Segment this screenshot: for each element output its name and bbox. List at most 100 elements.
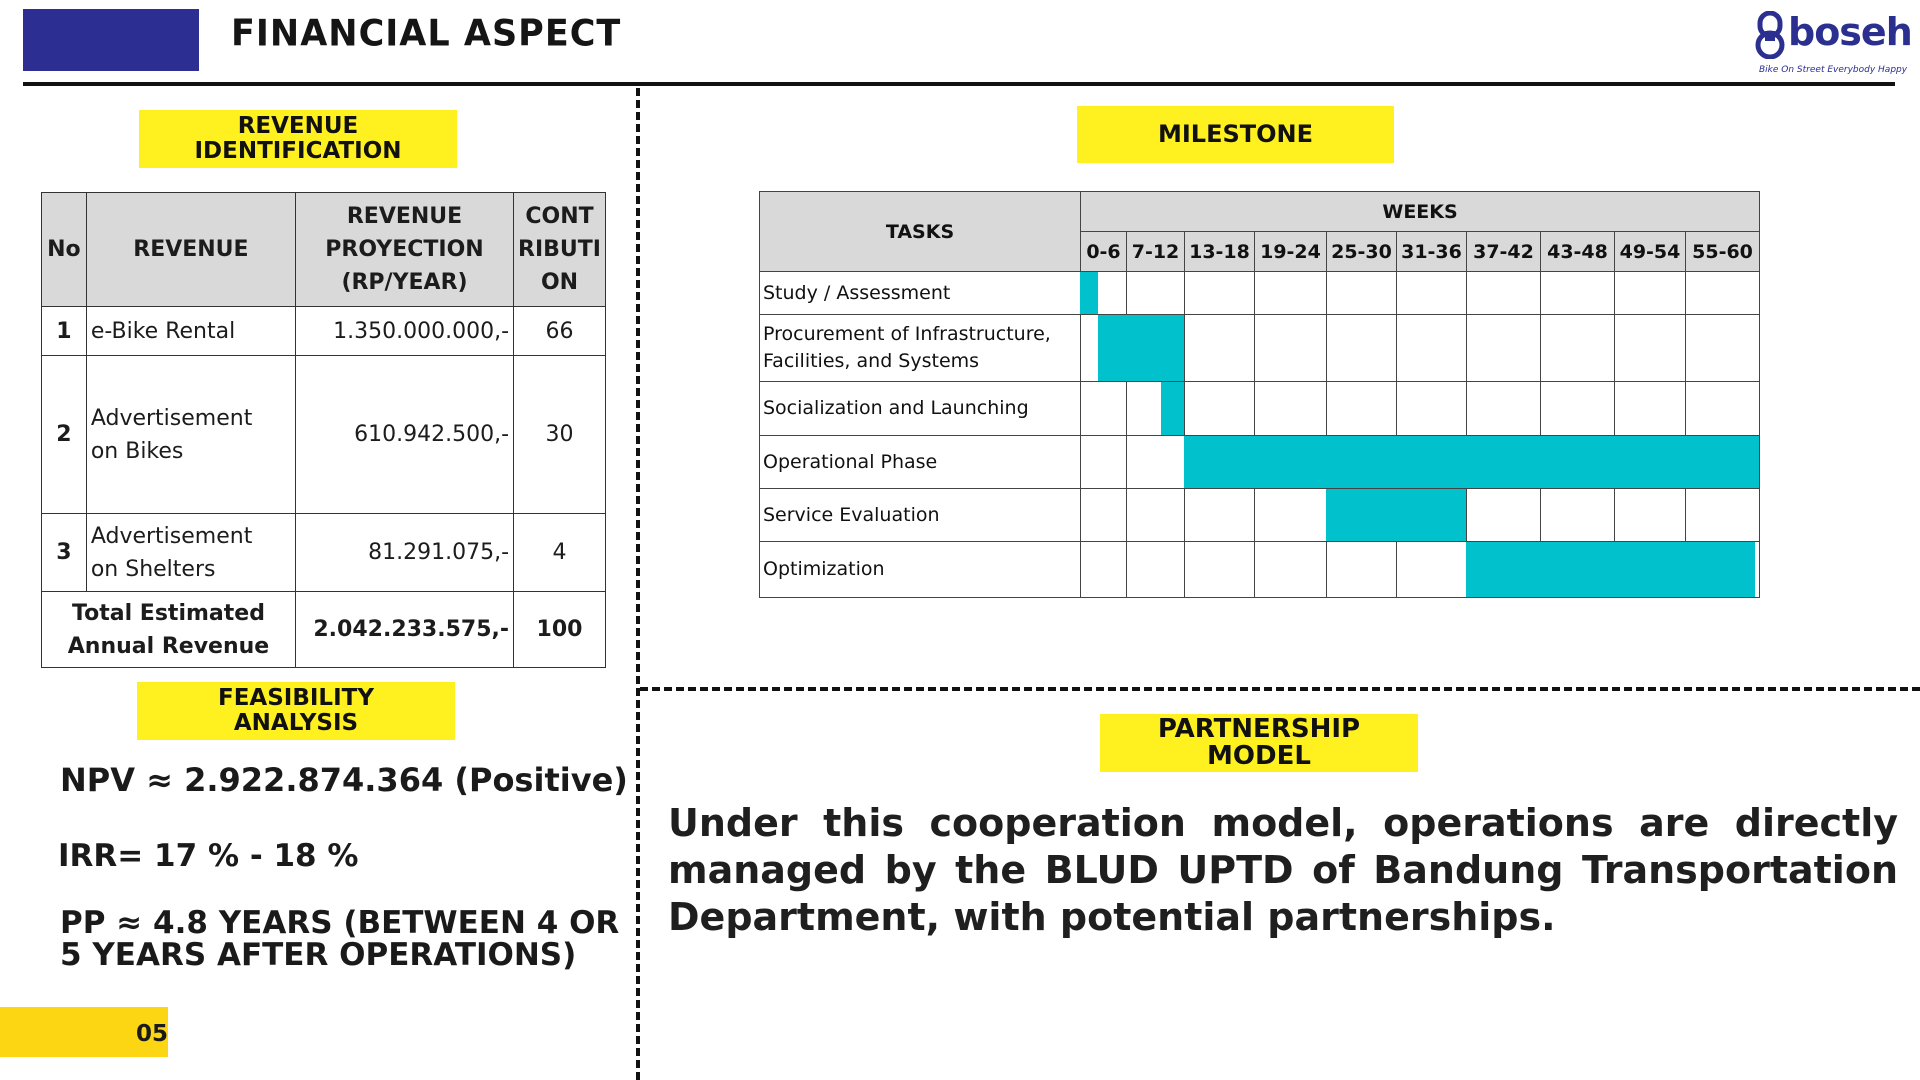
gantt-cell [1184,488,1255,542]
gantt-cell [1126,435,1185,489]
gantt-row: Service Evaluation [759,488,1761,542]
task-name: Socialization and Launching [759,381,1081,436]
week-header: 55-60 [1684,231,1761,272]
partnership-model-label: PARTNERSHIP MODEL [1100,714,1418,772]
table-total-row: Total Estimated Annual Revenue 2.042.233… [41,591,606,668]
gantt-bar [1326,489,1466,541]
gantt-cell [1080,541,1127,598]
gantt-cell [1126,541,1185,598]
gantt-cell [1184,381,1255,436]
gantt-cell [1326,381,1397,436]
header-color-block [23,9,199,71]
gantt-cell [1396,541,1467,598]
bike-chain-icon [1755,11,1785,59]
column-header-no: No [41,192,87,307]
gantt-cell [1080,488,1127,542]
npv-value: NPV ≈ 2.922.874.364 (Positive) [60,761,628,799]
gantt-cell [1540,271,1615,315]
column-header-projection: REVENUE PROYECTION (RP/YEAR) [294,192,515,307]
gantt-cell [1614,488,1686,542]
task-name: Procurement of Infrastructure,Facilities… [759,314,1081,382]
gantt-bar [1160,382,1184,435]
gantt-cell [1614,271,1686,315]
gantt-row: Procurement of Infrastructure,Facilities… [759,314,1761,382]
gantt-cell [1684,381,1761,436]
column-header-revenue: REVENUE [85,192,297,307]
week-header: 19-24 [1254,231,1327,272]
page-number: 05 [136,1021,169,1047]
week-header: 25-30 [1326,231,1397,272]
gantt-cell [1396,314,1467,382]
gantt-cell [1614,314,1686,382]
week-header: 37-42 [1466,231,1541,272]
revenue-name: e-Bike Rental [85,306,297,356]
gantt-cell [1326,314,1397,382]
row-number: 2 [41,355,87,514]
gantt-cell [1466,271,1541,315]
gantt-cell [1254,541,1327,598]
gantt-bar [1080,272,1099,314]
week-header: 0-6 [1080,231,1127,272]
table-row: 3 Advertisement on Shelters 81.291.075,-… [41,513,606,592]
total-contribution: 100 [513,591,606,668]
gantt-cell [1396,271,1467,315]
gantt-cell [1466,314,1541,382]
header-rule [23,82,1895,86]
gantt-cell [1540,314,1615,382]
gantt-bar [1466,542,1756,597]
gantt-bar [1184,436,1759,488]
feasibility-analysis-label: FEASIBILITY ANALYSIS [137,682,455,740]
milestone-label: MILESTONE [1077,106,1394,163]
row-number: 1 [41,306,87,356]
revenue-amount: 1.350.000.000,- [294,306,515,356]
horizontal-divider [640,687,1920,691]
total-label: Total Estimated Annual Revenue [41,591,296,668]
table-row: 1 e-Bike Rental 1.350.000.000,- 66 [41,306,606,356]
gantt-cell [1254,488,1327,542]
payback-period: PP ≈ 4.8 YEARS (BETWEEN 4 OR 5 YEARS AFT… [60,905,620,973]
gantt-cell [1684,314,1761,382]
gantt-cell [1126,488,1185,542]
gantt-cell [1466,381,1541,436]
revenue-table: No REVENUE REVENUE PROYECTION (RP/YEAR) … [41,192,606,668]
page-title: FINANCIAL ASPECT [231,13,622,55]
boseh-logo: boseh Bike On Street Everybody Happy [1755,8,1913,78]
week-header: 7-12 [1126,231,1185,272]
revenue-amount: 610.942.500,- [294,355,515,514]
gantt-cell [1684,271,1761,315]
week-header: 43-48 [1540,231,1615,272]
tasks-header: TASKS [759,191,1081,272]
gantt-cell [1396,381,1467,436]
revenue-contribution: 4 [513,513,606,592]
revenue-contribution: 66 [513,306,606,356]
gantt-row: Study / Assessment [759,271,1761,315]
gantt-cell [1540,488,1615,542]
gantt-cell [1326,541,1397,598]
gantt-cell [1126,271,1185,315]
task-name: Optimization [759,541,1081,598]
week-header: 49-54 [1614,231,1686,272]
weeks-header: WEEKS [1079,191,1761,232]
gantt-cell [1254,271,1327,315]
irr-value: IRR= 17 % - 18 % [58,838,359,874]
week-header: 13-18 [1184,231,1255,272]
gantt-cell [1540,381,1615,436]
gantt-row: Socialization and Launching [759,381,1761,436]
revenue-name: Advertisement on Shelters [85,513,297,592]
vertical-divider [636,88,640,1080]
partnership-description: Under this cooperation model, operations… [668,801,1898,939]
task-name: Service Evaluation [759,488,1081,542]
week-header: 31-36 [1396,231,1467,272]
gantt-cell [1184,541,1255,598]
task-name: Operational Phase [759,435,1081,489]
gantt-cell [1080,435,1127,489]
logo-tagline: Bike On Street Everybody Happy [1759,65,1908,75]
gantt-cell [1184,314,1255,382]
gantt-cell [1614,381,1686,436]
row-number: 3 [41,513,87,592]
column-header-contribution: CONT RIBUTI ON [513,192,606,307]
gantt-bar [1098,315,1184,381]
task-name: Study / Assessment [759,271,1081,315]
